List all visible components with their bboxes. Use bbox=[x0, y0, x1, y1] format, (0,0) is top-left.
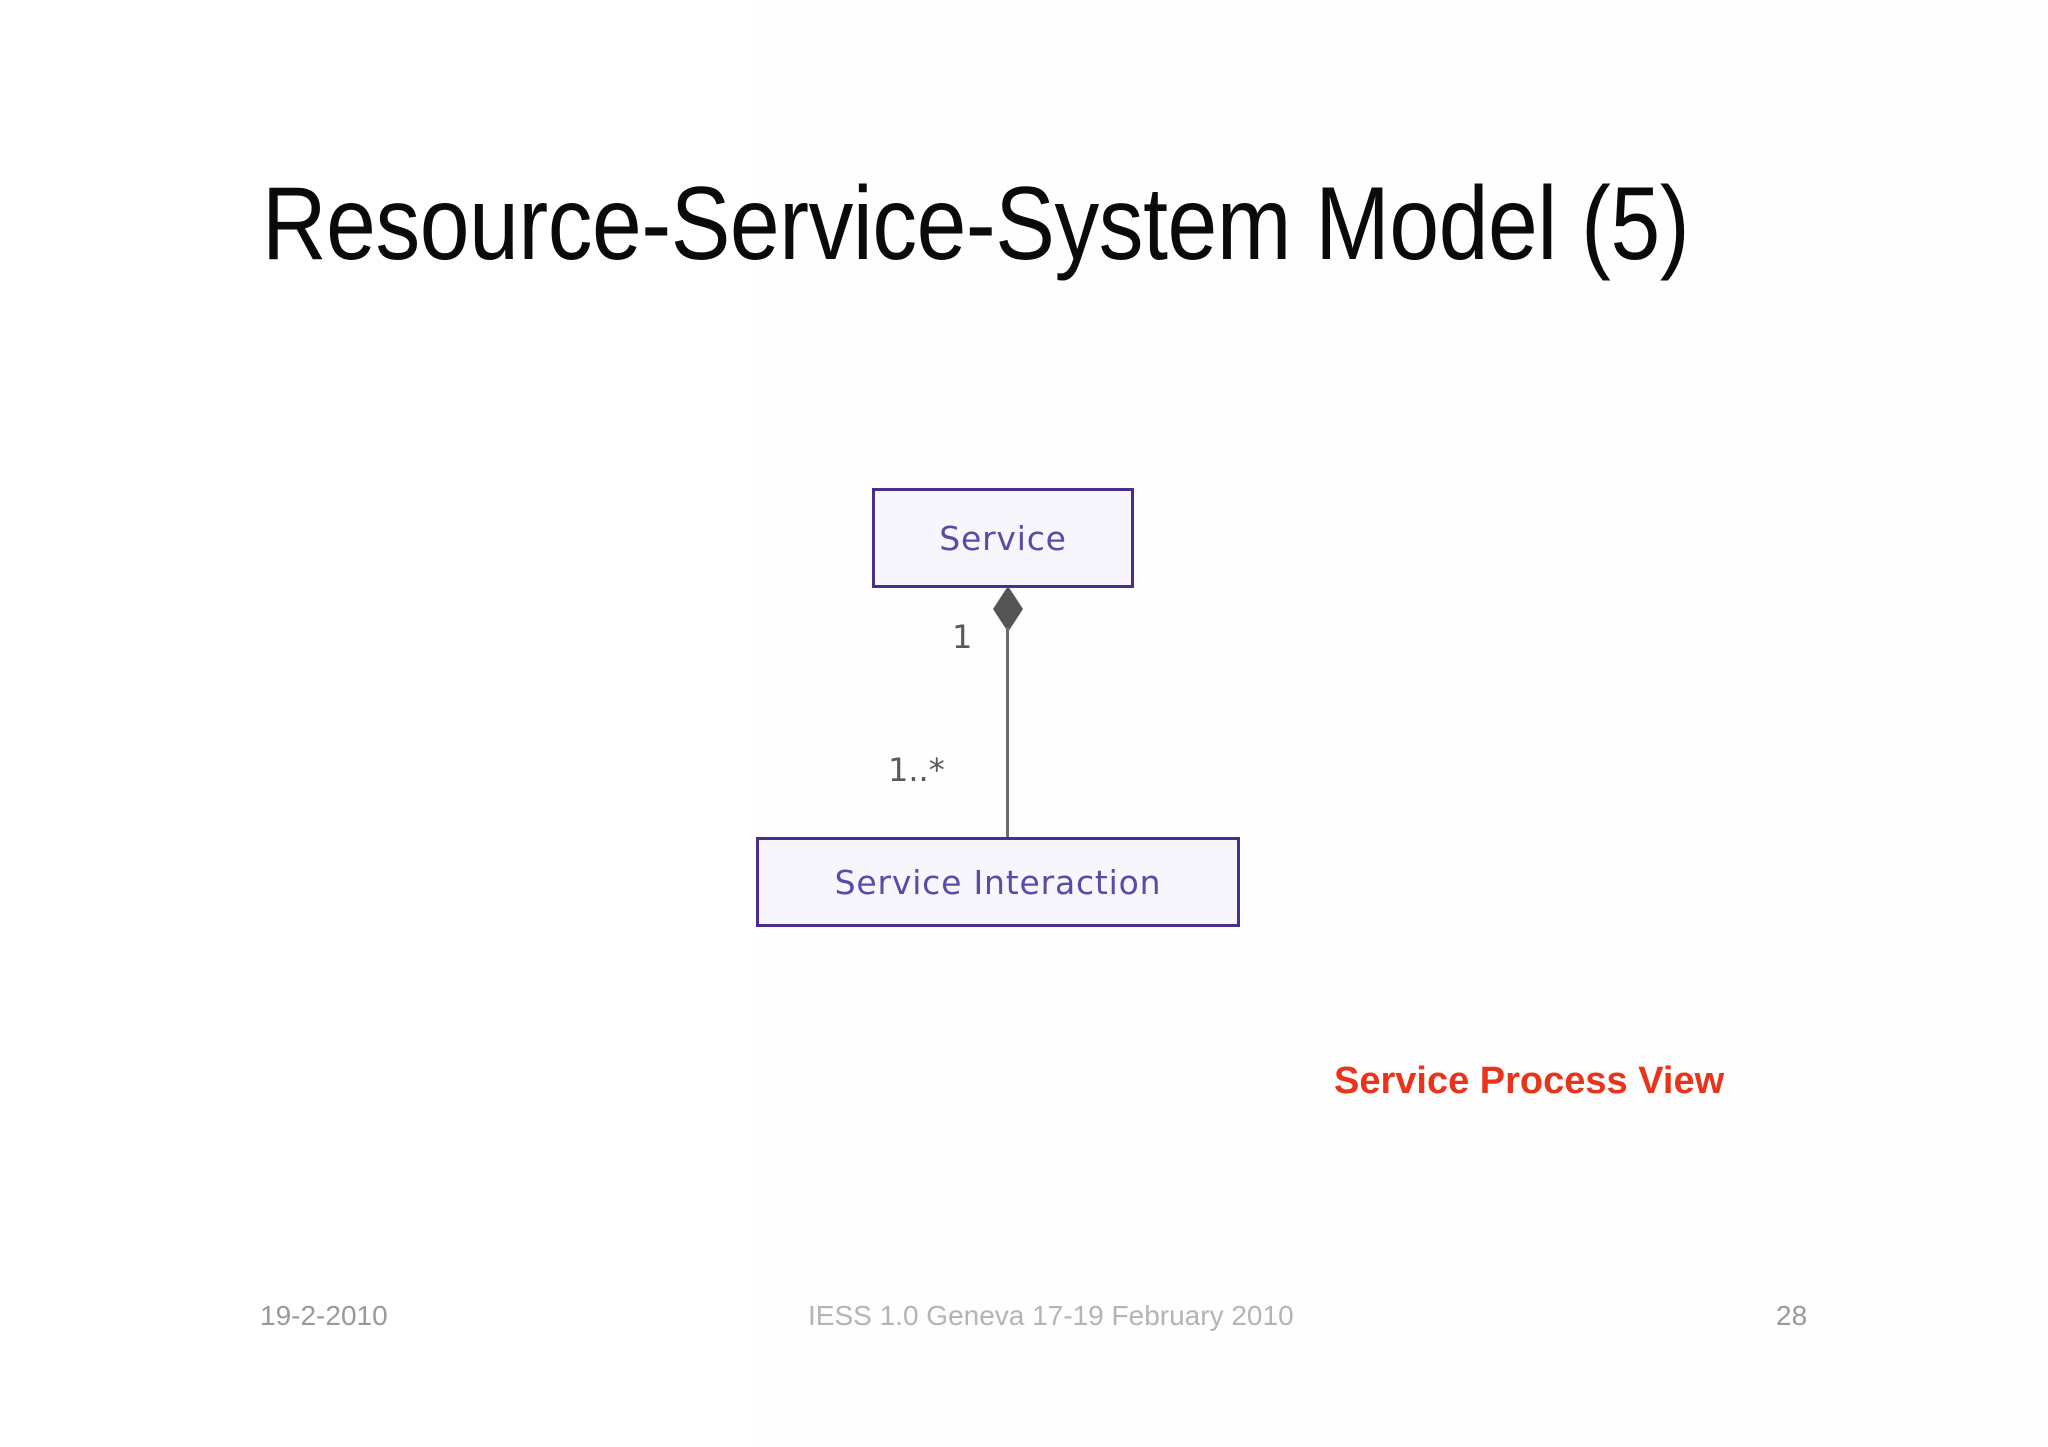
slide-footer: 19-2-2010 IESS 1.0 Geneva 17-19 February… bbox=[0, 1300, 2048, 1346]
uml-class-service-interaction-label: Service Interaction bbox=[834, 862, 1162, 902]
uml-class-diagram: Service 1 1..* Service Interaction bbox=[740, 455, 1270, 955]
footer-event-name: IESS 1.0 Geneva 17-19 February 2010 bbox=[808, 1300, 1294, 1331]
uml-class-service-label: Service bbox=[939, 518, 1067, 558]
multiplicity-label-interaction-end: 1..* bbox=[888, 751, 945, 789]
annotation-service-process-view: Service Process View bbox=[1334, 1060, 1725, 1102]
composition-diamond-icon bbox=[992, 585, 1024, 633]
page-title: Resource-Service-System Model (5) bbox=[262, 166, 1690, 282]
footer-page-number: 28 bbox=[1776, 1300, 1808, 1331]
uml-class-service[interactable]: Service bbox=[872, 488, 1134, 588]
footer-date: 19-2-2010 bbox=[260, 1300, 388, 1331]
uml-class-service-interaction[interactable]: Service Interaction bbox=[756, 837, 1240, 927]
association-connector-line bbox=[1006, 627, 1009, 839]
multiplicity-label-service-end: 1 bbox=[952, 618, 973, 656]
